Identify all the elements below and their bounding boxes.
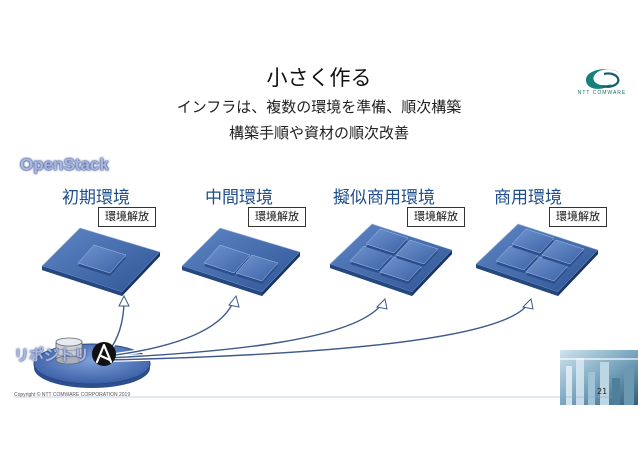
env-title-pseudo-production: 擬似商用環境 <box>333 188 435 208</box>
server-tile <box>541 239 585 267</box>
city-image <box>560 350 638 405</box>
repository-label: リポジトリ <box>14 346 90 364</box>
server-tile <box>235 254 279 284</box>
deploy-arrows-outline <box>107 299 529 361</box>
subtitle-line-2: 構築手順や資材の順次改善 <box>228 124 409 142</box>
env-title-intermediate: 中間環境 <box>205 188 273 208</box>
env-title-production: 商用環境 <box>494 188 562 208</box>
release-button-production: 環境解放 <box>549 207 607 227</box>
environment-plate-intermediate <box>181 227 301 296</box>
environment-plate-production <box>475 223 599 296</box>
company-logo <box>586 69 620 89</box>
copyright: Copyright © NTT COMWARE CORPORATION 2019 <box>14 392 131 398</box>
release-button-intermediate: 環境解放 <box>248 207 306 227</box>
environment-plate-initial <box>41 227 161 296</box>
release-button-pseudo-production: 環境解放 <box>407 207 465 227</box>
ansible-icon <box>92 342 116 366</box>
page-number: 21 <box>597 387 608 396</box>
server-tile <box>395 239 439 267</box>
release-button-initial: 環境解放 <box>98 207 156 227</box>
server-tile <box>203 244 251 276</box>
server-tile <box>511 228 555 256</box>
logo-text: NTT COMWARE <box>577 90 627 96</box>
server-tile <box>379 256 423 284</box>
server-tile <box>525 256 569 284</box>
server-tile <box>365 228 409 256</box>
openstack-label: OpenStack <box>20 155 109 174</box>
subtitle-line-1: インフラは、複数の環境を準備、順次構築 <box>176 98 462 116</box>
database-icon <box>55 337 83 365</box>
environment-plate-pseudo-production <box>329 223 453 296</box>
arrow-heads <box>118 294 534 310</box>
server-tile <box>349 245 393 273</box>
server-tile <box>77 244 127 276</box>
slide-title: 小さく作る <box>266 66 372 90</box>
server-tile <box>495 245 539 273</box>
env-title-initial: 初期環境 <box>62 188 130 208</box>
